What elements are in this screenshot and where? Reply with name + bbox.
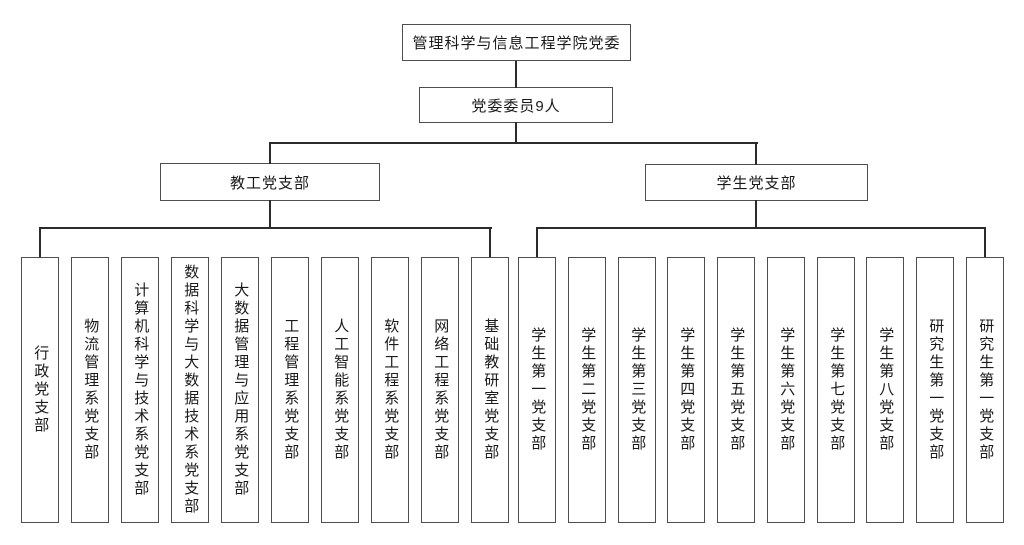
org-branch-box-faculty: 教工党支部 <box>160 163 380 201</box>
connector-line <box>755 200 757 228</box>
org-leaf-box: 软件工程系党支部 <box>371 257 409 523</box>
org-leaf-label: 数据科学与大数据技术系党支部 <box>182 264 200 516</box>
org-leaf-box: 学生第二党支部 <box>568 257 606 523</box>
connector-line <box>515 61 517 88</box>
org-leaf-label: 软件工程系党支部 <box>382 318 400 462</box>
org-leaf-box: 学生第三党支部 <box>618 257 656 523</box>
org-root-box: 管理科学与信息工程学院党委 <box>402 24 631 61</box>
connector-line <box>39 227 41 258</box>
org-leaf-label: 学生第五党支部 <box>728 327 746 453</box>
org-leaf-label: 学生第三党支部 <box>629 327 647 453</box>
org-leaf-label: 大数据管理与应用系党支部 <box>232 282 250 498</box>
connector-line <box>269 200 271 228</box>
connector-line <box>269 142 758 144</box>
connector-line <box>984 227 986 258</box>
org-leaf-box: 网络工程系党支部 <box>421 257 459 523</box>
org-leaf-box: 基础教研室党支部 <box>471 257 509 523</box>
org-leaf-label: 人工智能系党支部 <box>332 318 350 462</box>
org-leaf-label: 计算机科学与技术系党支部 <box>132 282 150 498</box>
org-leaf-label: 网络工程系党支部 <box>432 318 450 462</box>
org-leaf-label: 学生第六党支部 <box>778 327 796 453</box>
connector-line <box>755 142 757 165</box>
connector-line <box>269 142 271 164</box>
org-branch-box-student: 学生党支部 <box>645 164 868 201</box>
org-leaf-box: 学生第七党支部 <box>817 257 855 523</box>
org-leaf-label: 研究生第一党支部 <box>977 318 995 462</box>
org-committee-label: 党委委员9人 <box>471 97 561 115</box>
org-leaf-box: 数据科学与大数据技术系党支部 <box>171 257 209 523</box>
org-leaf-label: 基础教研室党支部 <box>482 318 500 462</box>
org-leaf-box: 大数据管理与应用系党支部 <box>221 257 259 523</box>
org-leaf-label: 研究生第一党支部 <box>927 318 945 462</box>
org-leaf-box: 行政党支部 <box>21 257 59 523</box>
org-leaf-box: 研究生第一党支部 <box>966 257 1004 523</box>
connector-line <box>536 227 986 229</box>
org-branch-label: 学生党支部 <box>716 175 797 192</box>
connector-line <box>39 227 492 229</box>
org-leaf-box: 学生第五党支部 <box>717 257 755 523</box>
org-root-label: 管理科学与信息工程学院党委 <box>412 35 621 52</box>
org-leaf-box: 计算机科学与技术系党支部 <box>121 257 159 523</box>
org-leaf-box: 学生第一党支部 <box>518 257 556 523</box>
org-leaf-label: 行政党支部 <box>32 345 50 435</box>
org-leaf-box: 人工智能系党支部 <box>321 257 359 523</box>
org-leaf-box: 研究生第一党支部 <box>916 257 954 523</box>
org-leaf-box: 物流管理系党支部 <box>71 257 109 523</box>
org-branch-label: 教工党支部 <box>229 174 310 192</box>
org-leaf-label: 学生第四党支部 <box>678 327 696 453</box>
org-leaf-box: 学生第六党支部 <box>767 257 805 523</box>
org-leaf-label: 物流管理系党支部 <box>82 318 100 462</box>
org-leaf-label: 学生第七党支部 <box>828 327 846 453</box>
org-leaf-label: 工程管理系党支部 <box>282 318 300 462</box>
org-leaf-label: 学生第一党支部 <box>529 327 547 453</box>
org-leaf-box: 工程管理系党支部 <box>271 257 309 523</box>
connector-line <box>515 122 517 143</box>
connector-line <box>536 227 538 258</box>
org-leaf-box: 学生第八党支部 <box>866 257 904 523</box>
org-leaf-label: 学生第八党支部 <box>877 327 895 453</box>
org-leaf-label: 学生第二党支部 <box>579 327 597 453</box>
org-committee-box: 党委委员9人 <box>419 87 613 123</box>
org-leaf-box: 学生第四党支部 <box>667 257 705 523</box>
connector-line <box>489 227 491 258</box>
